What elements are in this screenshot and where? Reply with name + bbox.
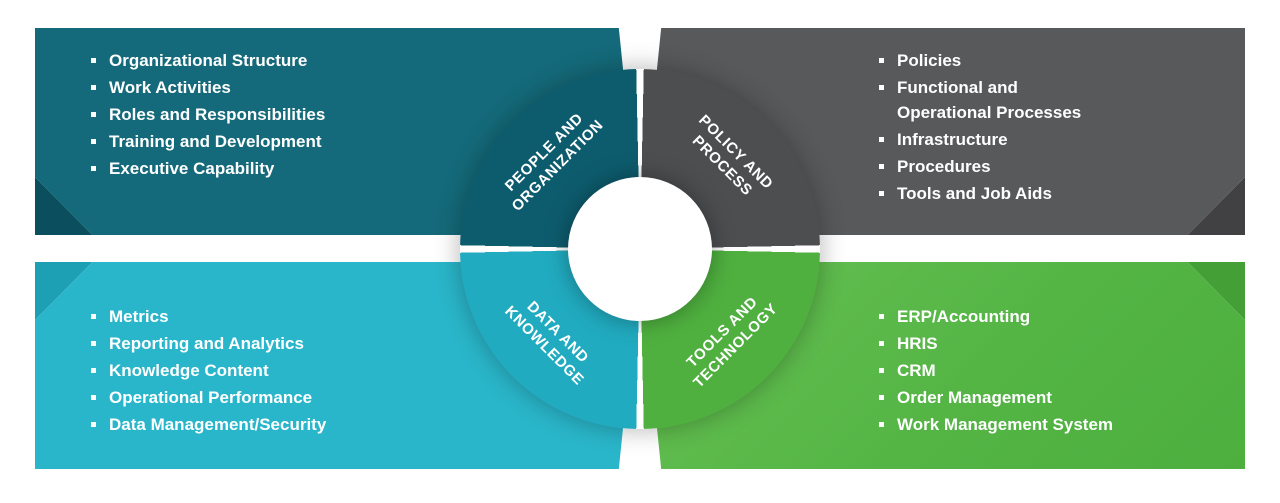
list-item-text: Organizational Structure bbox=[109, 51, 308, 70]
list-item: Work Management System bbox=[878, 412, 1168, 437]
list-item-text: Order Management bbox=[897, 388, 1052, 407]
list-item: Operational Performance bbox=[90, 385, 420, 410]
ring-center bbox=[568, 177, 712, 321]
list-item-text: Procedures bbox=[897, 157, 991, 176]
list-item-text: Reporting and Analytics bbox=[109, 334, 304, 353]
list-item: CRM bbox=[878, 358, 1168, 383]
list-item-text: Work Activities bbox=[109, 78, 231, 97]
list-item-text: Executive Capability bbox=[109, 159, 275, 178]
list-item-text: CRM bbox=[897, 361, 936, 380]
list-item-text: ERP/Accounting bbox=[897, 307, 1031, 326]
list-item-text: Training and Development bbox=[109, 132, 322, 151]
list-item: Procedures bbox=[878, 154, 1103, 179]
list-item: Knowledge Content bbox=[90, 358, 420, 383]
list-item: Policies bbox=[878, 48, 1103, 73]
list-item-text: Metrics bbox=[109, 307, 169, 326]
list-item: HRIS bbox=[878, 331, 1168, 356]
list-item: Metrics bbox=[90, 304, 420, 329]
list-item: ERP/Accounting bbox=[878, 304, 1168, 329]
tools-list: ERP/Accounting HRIS CRM Order Management… bbox=[878, 304, 1168, 439]
list-item-text: Functional and Operational Processes bbox=[897, 78, 1082, 122]
list-item-text: Operational Performance bbox=[109, 388, 313, 407]
list-item: Infrastructure bbox=[878, 127, 1103, 152]
list-item: Order Management bbox=[878, 385, 1168, 410]
list-item-text: Policies bbox=[897, 51, 962, 70]
list-item-text: Infrastructure bbox=[897, 130, 1008, 149]
list-item: Tools and Job Aids bbox=[878, 181, 1103, 206]
list-item-text: Knowledge Content bbox=[109, 361, 269, 380]
people-list: Organizational Structure Work Activities… bbox=[90, 48, 410, 183]
list-item: Reporting and Analytics bbox=[90, 331, 420, 356]
list-item: Executive Capability bbox=[90, 156, 410, 181]
list-item-text: Tools and Job Aids bbox=[897, 184, 1052, 203]
list-item-text: Roles and Responsibilities bbox=[109, 105, 326, 124]
policy-list: Policies Functional and Operational Proc… bbox=[878, 48, 1103, 208]
list-item: Training and Development bbox=[90, 129, 410, 154]
list-item-text: Data Management/Security bbox=[109, 415, 327, 434]
data-list: Metrics Reporting and Analytics Knowledg… bbox=[90, 304, 420, 439]
list-item: Work Activities bbox=[90, 75, 410, 100]
list-item: Functional and Operational Processes bbox=[878, 75, 1103, 125]
list-item: Data Management/Security bbox=[90, 412, 420, 437]
list-item: Organizational Structure bbox=[90, 48, 410, 73]
list-item-text: HRIS bbox=[897, 334, 938, 353]
list-item-text: Work Management System bbox=[897, 415, 1114, 434]
list-item: Roles and Responsibilities bbox=[90, 102, 410, 127]
